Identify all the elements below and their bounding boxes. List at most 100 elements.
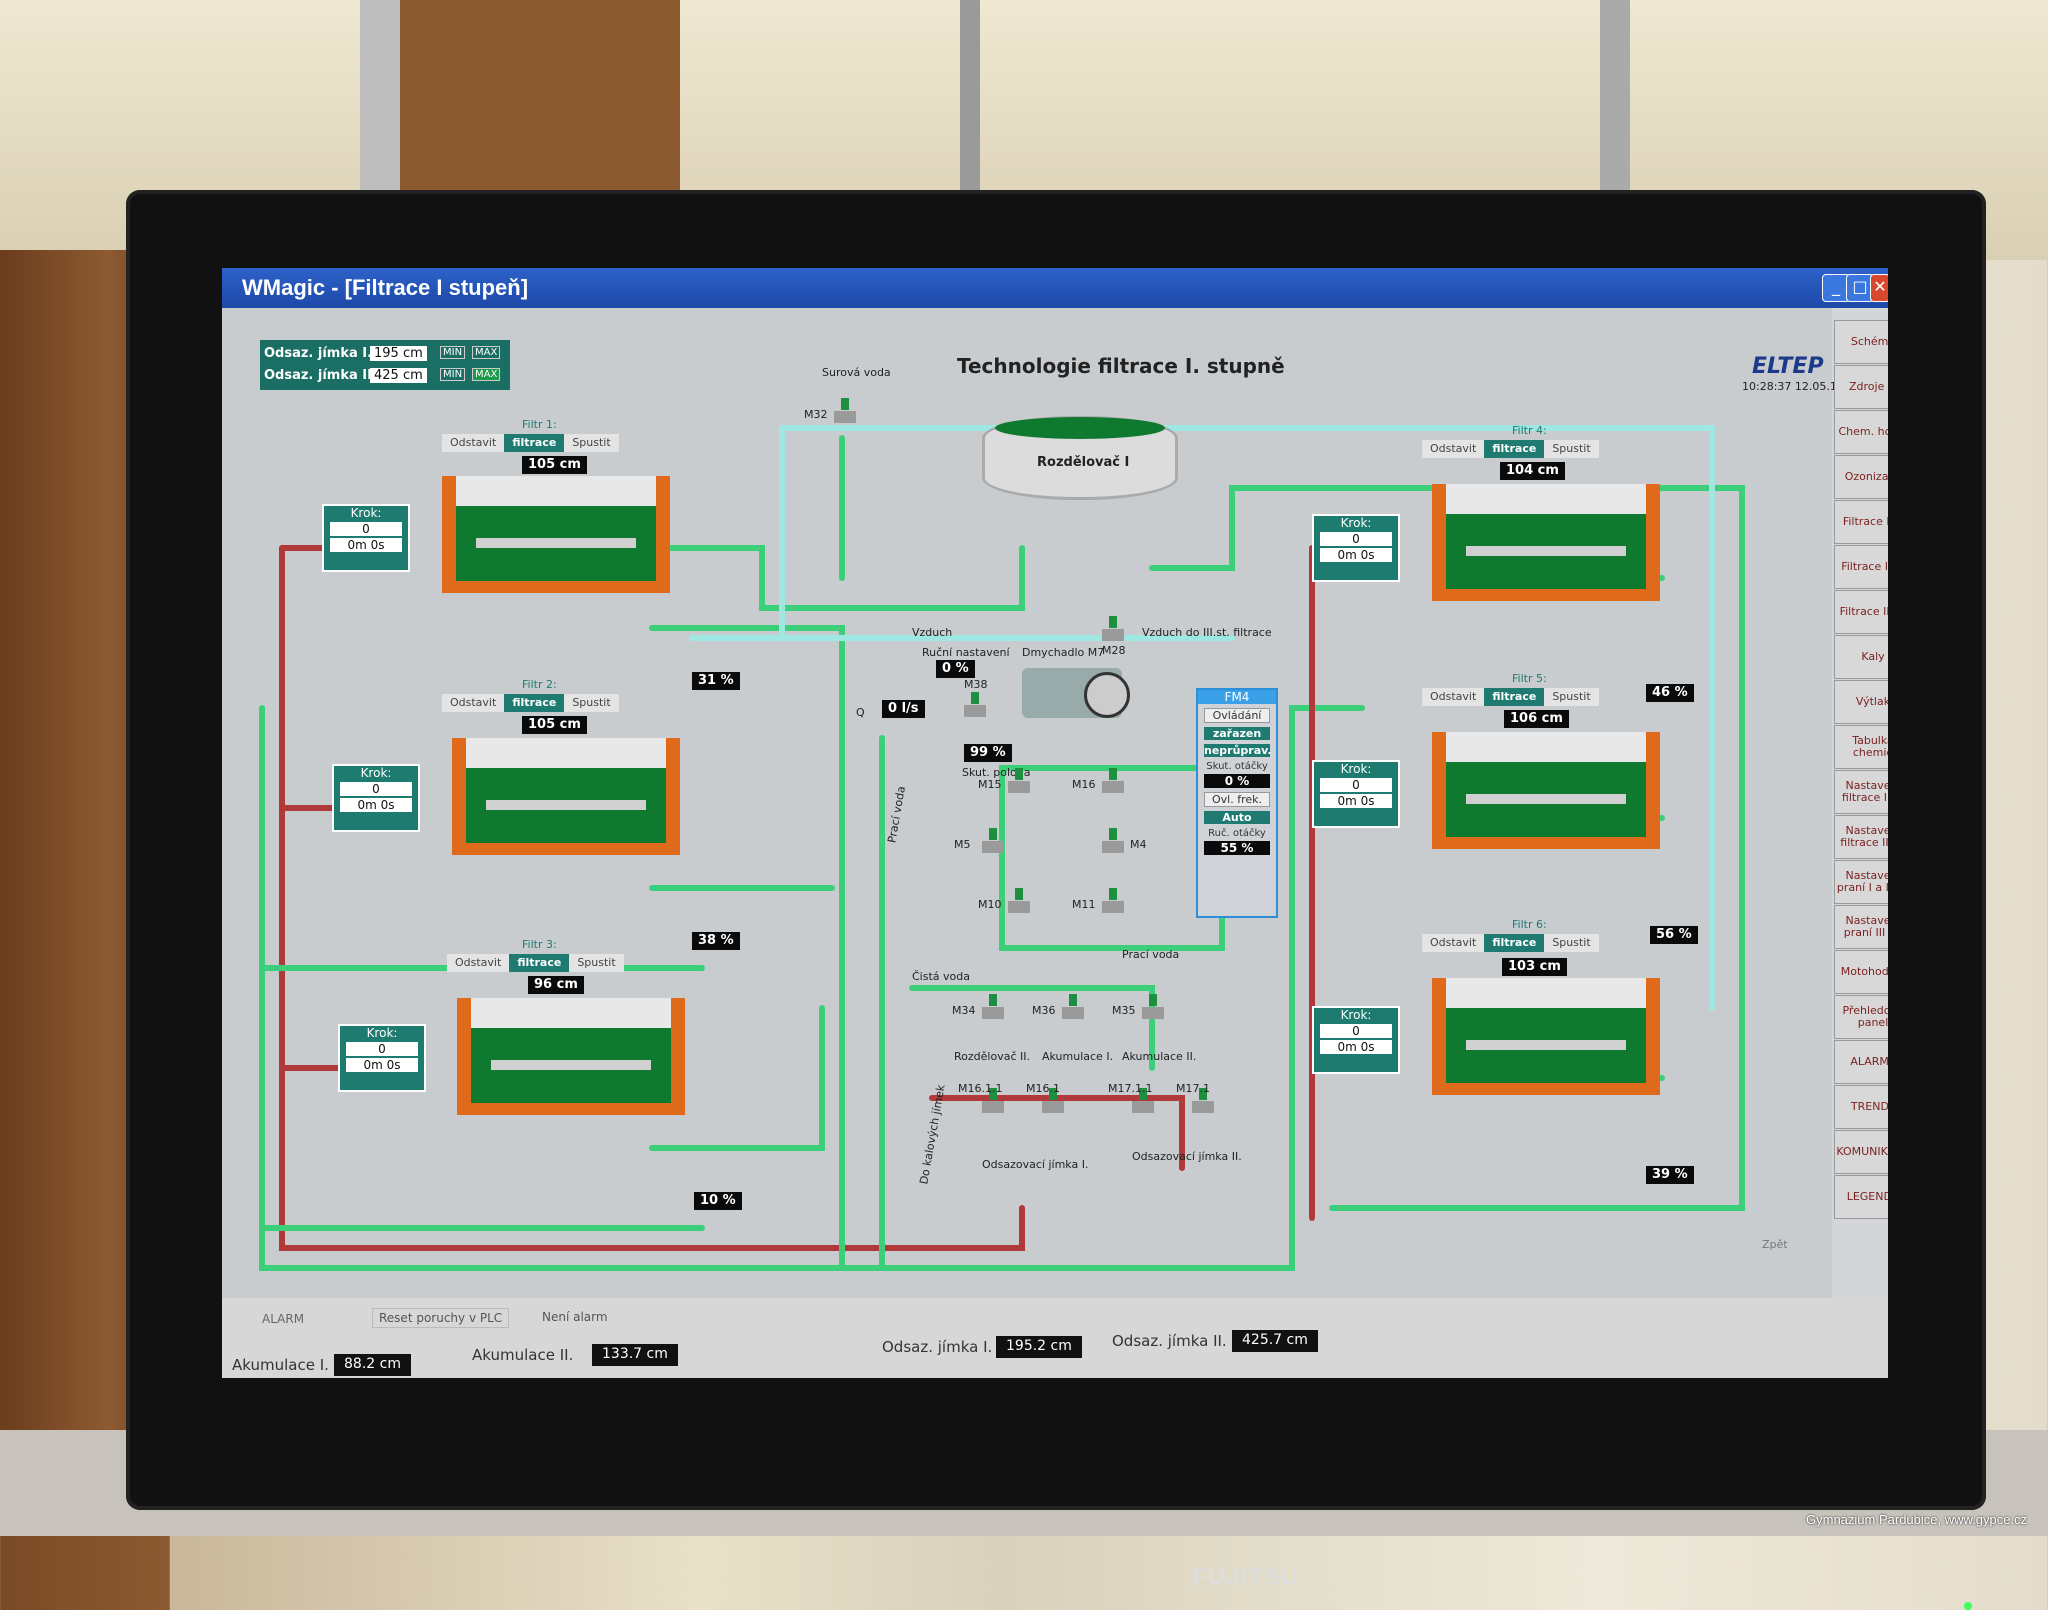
pipe-green-top — [649, 545, 1025, 611]
label-cista-voda: Čistá voda — [912, 970, 970, 983]
level-value-2: 425 cm — [370, 368, 427, 383]
valve-m17-1[interactable]: M17.1 — [1176, 1082, 1214, 1116]
fm4-ruc-label: Ruč. otáčky — [1208, 828, 1266, 839]
blower[interactable] — [1022, 668, 1130, 718]
sidebar-item-0[interactable]: Schéma — [1834, 320, 1888, 364]
valve-m32[interactable]: M32 — [804, 398, 856, 426]
stop-button[interactable]: Odstavit — [1422, 440, 1485, 458]
fm4-ovl-frek-button[interactable]: Ovl. frek. — [1204, 792, 1270, 807]
start-button[interactable]: Spustit — [569, 954, 624, 972]
sidebar-item-6[interactable]: Filtrace III.st — [1834, 590, 1888, 634]
sidebar-item-15[interactable]: Přehledový panel — [1834, 995, 1888, 1039]
reset-plc-button[interactable]: Reset poruchy v PLC — [372, 1308, 510, 1328]
valve-m36[interactable]: M36 — [1032, 994, 1084, 1022]
label-vzduch: Vzduch — [912, 626, 953, 639]
valve-m16-1-1[interactable]: M16.1.1 — [958, 1082, 1004, 1116]
rozdelovac-water — [995, 417, 1165, 439]
back-button[interactable]: Zpět — [1762, 1238, 1788, 1251]
label-vzduch-do: Vzduch do III.st. filtrace — [1142, 626, 1272, 639]
sidebar-item-3[interactable]: Ozonizace — [1834, 455, 1888, 499]
sidebar-item-12[interactable]: Nastavení praní I a II st. — [1834, 860, 1888, 904]
sidebar-item-2[interactable]: Chem. hosp. — [1834, 410, 1888, 454]
valve-m34[interactable]: M34 — [952, 994, 1004, 1022]
sidebar-item-17[interactable]: TRENDY — [1834, 1085, 1888, 1129]
pipe-red-left — [279, 545, 1025, 1251]
filter-state-bar: Odstavit filtrace Spustit — [442, 434, 619, 452]
valve-m15[interactable]: M15 — [978, 768, 1030, 796]
start-button[interactable]: Spustit — [1544, 440, 1599, 458]
label-dmychadlo: Dmychadlo M7 — [1022, 646, 1105, 659]
filter-tank — [457, 998, 685, 1115]
status-bar: ALARM Reset poruchy v PLC Není alarm Aku… — [222, 1298, 1888, 1378]
maximize-button[interactable]: □ — [1846, 274, 1874, 302]
start-button[interactable]: Spustit — [1544, 934, 1599, 952]
sidebar-item-16[interactable]: ALARMY — [1834, 1040, 1888, 1084]
pipe-green-cista — [909, 985, 1155, 1071]
window-titlebar: WMagic - [Filtrace I stupeň] _ □ ✕ — [222, 268, 1888, 308]
fm4-skut-label: Skut. otáčky — [1206, 761, 1268, 772]
label-odsaz-1: Odsazovací jímka I. — [982, 1158, 1089, 1171]
filter-name: Filtr 3: — [522, 938, 557, 951]
sidebar-item-9[interactable]: Tabulka chemie — [1834, 725, 1888, 769]
filter-name: Filtr 1: — [522, 418, 557, 431]
sidebar-item-8[interactable]: Výtlak — [1834, 680, 1888, 724]
level-max-2: MAX — [472, 368, 501, 381]
valve-m38[interactable]: M38 — [964, 678, 988, 720]
valve-m11[interactable]: M11 — [1072, 888, 1124, 916]
stop-button[interactable]: Odstavit — [447, 954, 510, 972]
filter-state-bar: Odstavit filtrace Spustit — [1422, 688, 1599, 706]
label-skut-poloha: Skut. poloha — [962, 766, 1031, 779]
sidebar-item-7[interactable]: Kaly — [1834, 635, 1888, 679]
sidebar-item-10[interactable]: Nastavení filtrace I st. — [1834, 770, 1888, 814]
valve-m17-1-1[interactable]: M17.1.1 — [1108, 1082, 1154, 1116]
stop-button[interactable]: Odstavit — [442, 694, 505, 712]
pipe-green-loop — [259, 705, 1365, 1271]
label-praci-voda-2: Prací voda — [1122, 948, 1180, 961]
filter-state: filtrace — [504, 694, 565, 712]
sidebar-item-18[interactable]: KOMUNIKACE — [1834, 1130, 1888, 1174]
valve-m5[interactable]: M5 — [954, 828, 1004, 856]
process-canvas: Odsaz. jímka I. 195 cm MIN MAX Odsaz. jí… — [222, 308, 1844, 1298]
datetime: 10:28:37 12.05.14 — [1742, 380, 1844, 393]
filter-tank — [452, 738, 680, 855]
start-button[interactable]: Spustit — [564, 434, 619, 452]
background-door — [400, 0, 680, 200]
valve-m4[interactable]: M4 — [1102, 828, 1147, 856]
sidebar-item-14[interactable]: Motohodiny — [1834, 950, 1888, 994]
sidebar-item-1[interactable]: Zdroje v. — [1834, 365, 1888, 409]
valve-m16-1[interactable]: M16.1 — [1026, 1082, 1064, 1116]
fm4-ovladani-button[interactable]: Ovládání — [1204, 708, 1270, 723]
filter-state: filtrace — [1484, 440, 1545, 458]
valve-m16[interactable]: M16 — [1072, 768, 1124, 796]
valve-m10[interactable]: M10 — [978, 888, 1030, 916]
sidebar-item-5[interactable]: Filtrace II.st — [1834, 545, 1888, 589]
label-akumulace-2: Akumulace II. — [1122, 1050, 1197, 1063]
start-button[interactable]: Spustit — [564, 694, 619, 712]
start-button[interactable]: Spustit — [1544, 688, 1599, 706]
close-button[interactable]: ✕ — [1870, 274, 1888, 302]
watermark: Gymnázium Pardubice, www.gypce.cz — [1806, 1512, 2028, 1527]
label-rucni: Ruční nastavení — [922, 646, 1010, 659]
brand-logo: ELTEP — [1752, 354, 1824, 379]
sidebar-item-11[interactable]: Nastavení filtrace II st. — [1834, 815, 1888, 859]
fm4-auto-status[interactable]: Auto — [1204, 811, 1270, 824]
alarm-button[interactable]: ALARM — [262, 1312, 305, 1326]
stop-button[interactable]: Odstavit — [442, 434, 505, 452]
filter-level: 103 cm — [1502, 958, 1567, 976]
stop-button[interactable]: Odstavit — [1422, 934, 1485, 952]
valve-m28[interactable]: M28 — [1102, 616, 1126, 657]
sidebar-item-13[interactable]: Nastavení praní III st. — [1834, 905, 1888, 949]
stop-button[interactable]: Odstavit — [1422, 688, 1485, 706]
valve-m35[interactable]: M35 — [1112, 994, 1164, 1022]
odsaz2-label: Odsaz. jímka II. — [1112, 1332, 1227, 1350]
sidebar-item-4[interactable]: Filtrace I.st — [1834, 500, 1888, 544]
level-max-1: MAX — [472, 346, 501, 359]
label-odsaz-2: Odsazovací jímka II. — [1132, 1150, 1242, 1163]
filter-tank — [442, 476, 670, 593]
page-title: Technologie filtrace I. stupně — [957, 354, 1285, 378]
filter-state-bar: Odstavit filtrace Spustit — [1422, 934, 1599, 952]
filter-percent: 38 % — [692, 932, 740, 950]
